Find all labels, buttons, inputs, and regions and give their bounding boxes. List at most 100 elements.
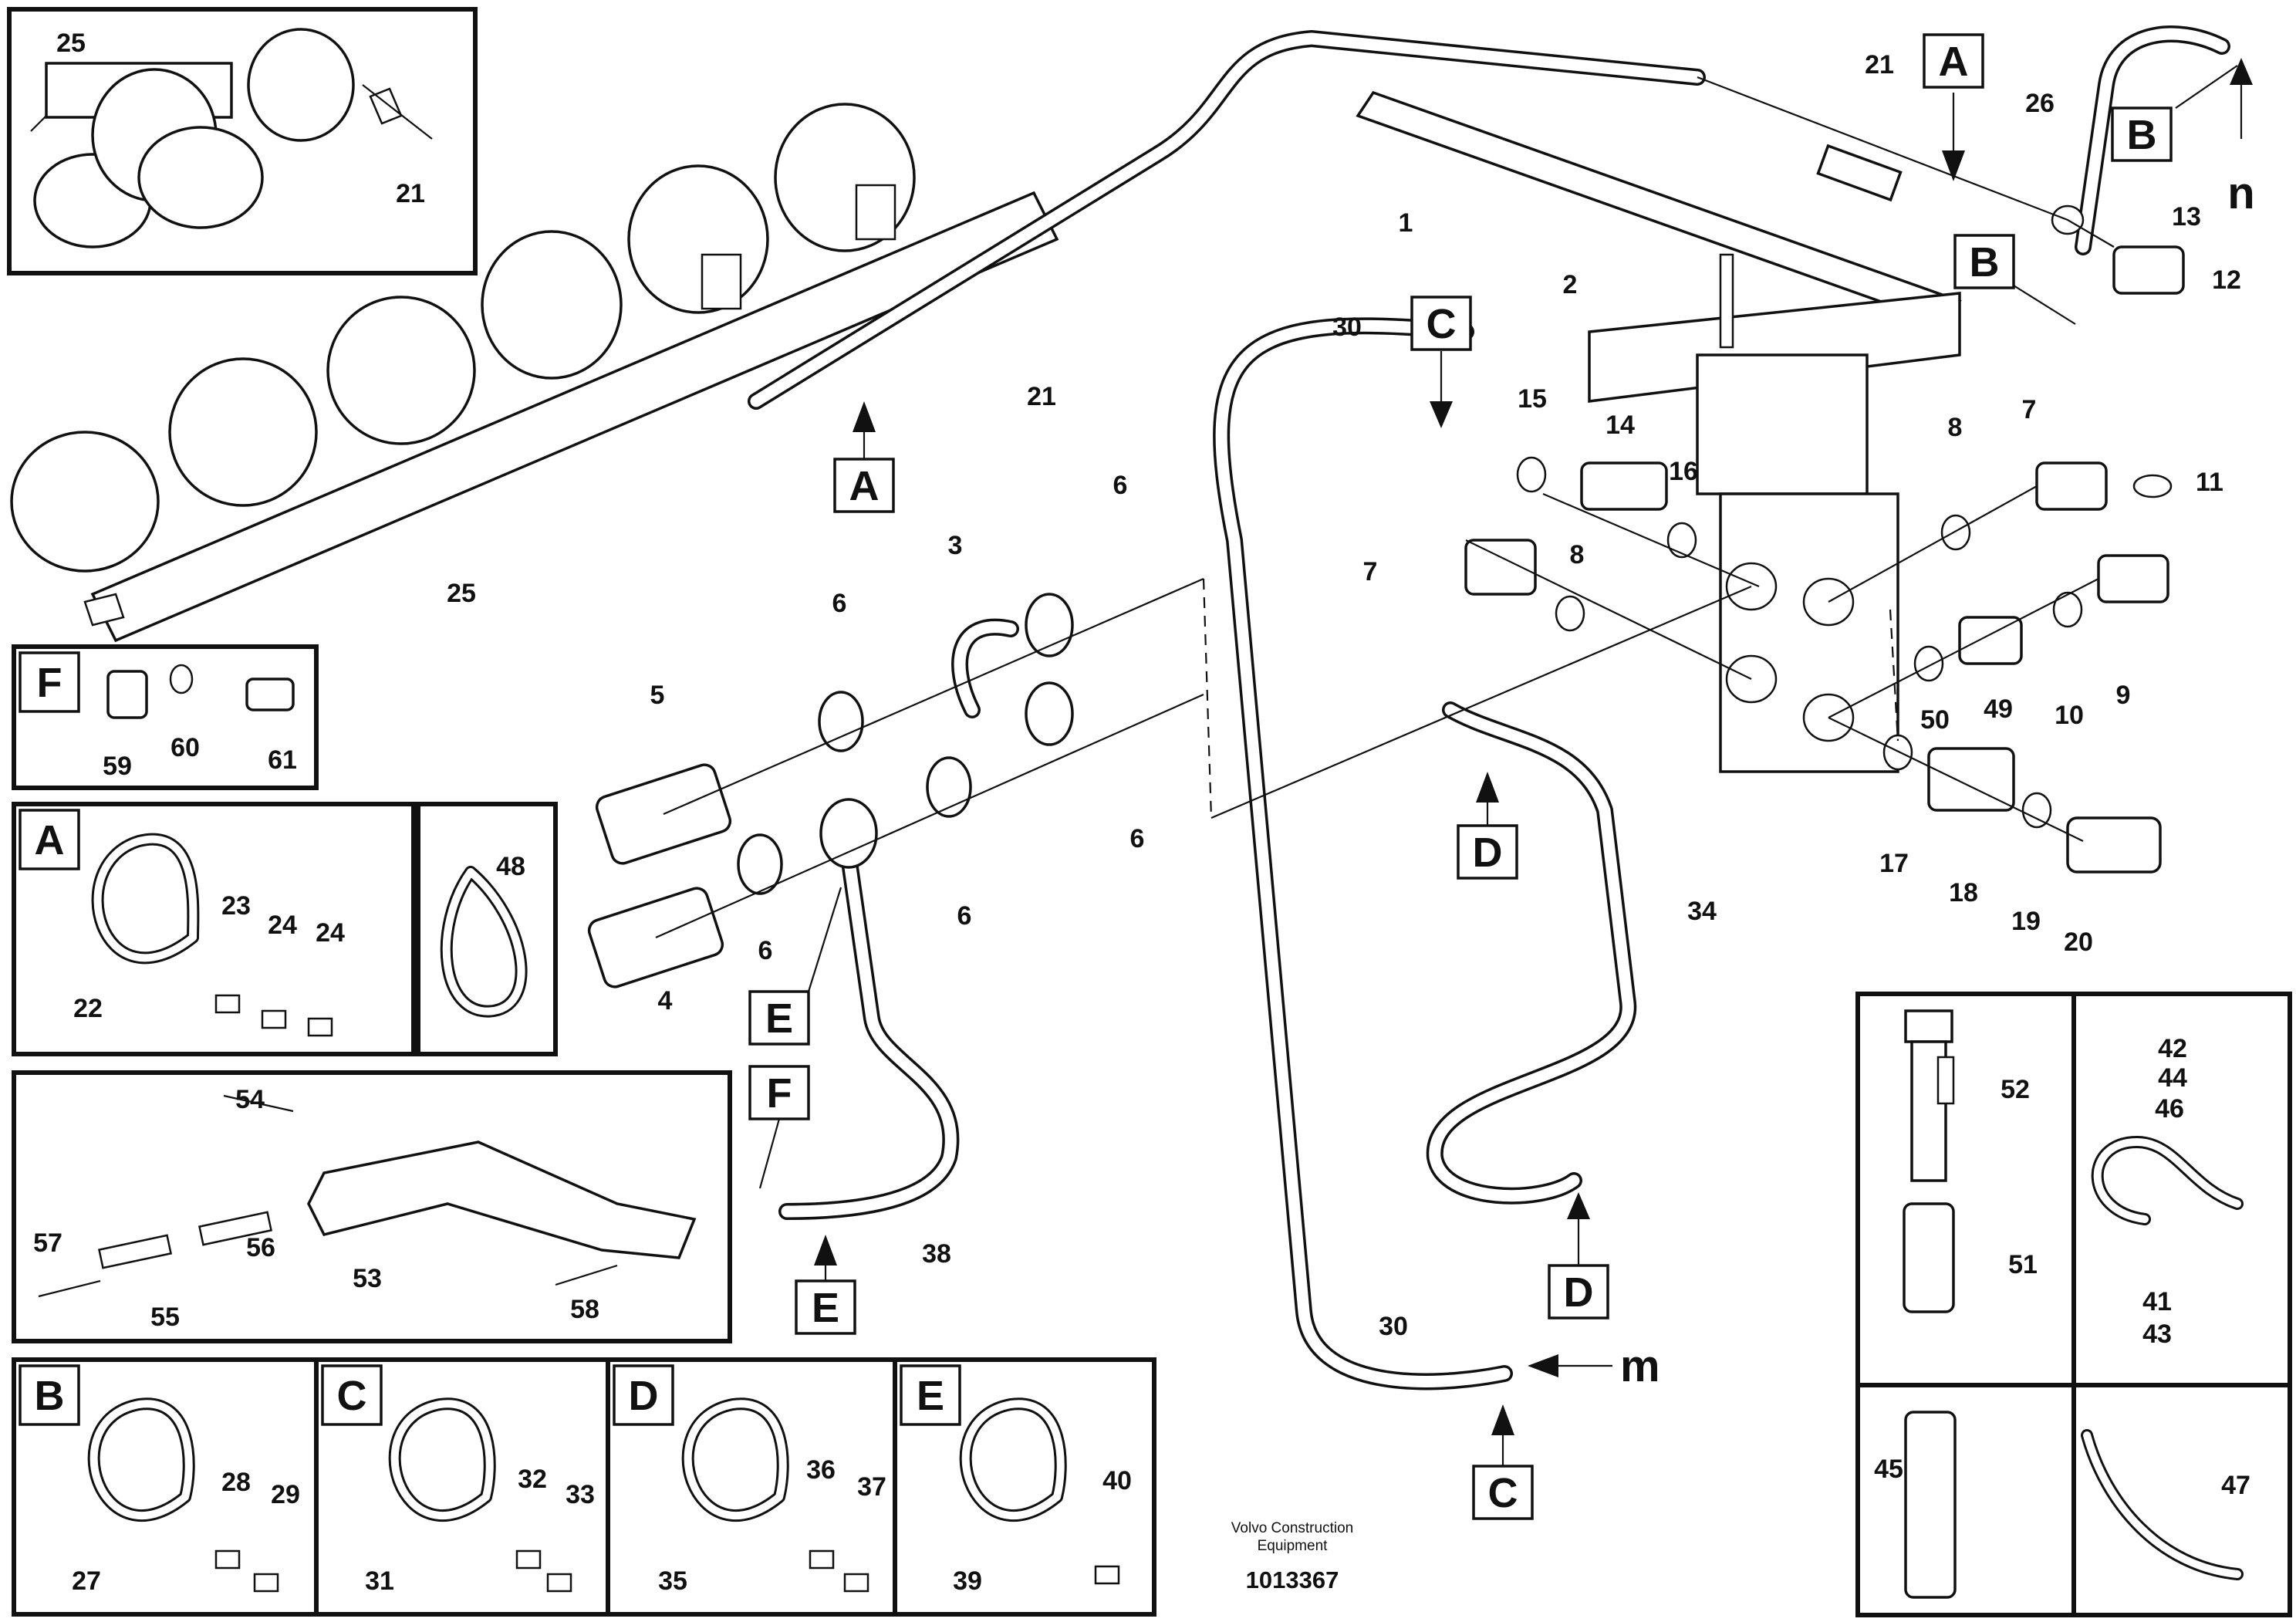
part-label-11: 11 <box>2196 468 2223 497</box>
protective-sleeve-47 <box>2081 1429 2244 1580</box>
bolt-54 <box>223 1094 294 1113</box>
clip-41-inner <box>2093 1137 2241 1223</box>
part-label-9: 9 <box>2116 681 2131 710</box>
o-ring-17 <box>1882 734 1913 771</box>
part-label-29: 29 <box>271 1480 300 1509</box>
part-label-30: 30 <box>1332 313 1362 342</box>
direction-arrowhead-n <box>2230 58 2253 85</box>
part-label-7: 7 <box>1363 557 1378 586</box>
valve-body-upper <box>1696 353 1869 495</box>
callout-arrowhead-e <box>814 1235 837 1265</box>
inset-letter-box-f <box>19 651 80 713</box>
part-label-25: 25 <box>447 579 476 608</box>
part-label-48: 48 <box>496 852 525 881</box>
assembly-line-dashed <box>1889 609 1899 742</box>
o-ring-11 <box>2132 474 2173 498</box>
part-label-42: 42 <box>2158 1034 2187 1063</box>
valve-fittings <box>1464 204 2185 874</box>
leader <box>1210 585 1752 819</box>
callout-letter-b: B <box>2127 112 2157 158</box>
pedal-1 <box>1356 90 1962 326</box>
part-label-38: 38 <box>922 1239 951 1269</box>
inset-letter-f: F <box>37 660 62 706</box>
clamps-bcde <box>87 1397 1120 1593</box>
accumulator-sphere <box>10 431 160 573</box>
leader <box>1828 717 2084 842</box>
part-number-labels: 1 2 3 4 5 6 6 6 6 6 7 7 8 8 9 10 11 12 1… <box>33 29 2250 1596</box>
part-label-21: 21 <box>1027 382 1056 411</box>
callout-arrow-e <box>807 887 842 992</box>
part-label-5: 5 <box>650 681 665 710</box>
part-label-24: 24 <box>268 911 297 940</box>
hose-21-inner <box>750 32 1703 407</box>
inset-accumulator-detail <box>7 7 478 275</box>
part-label-23: 23 <box>221 891 251 921</box>
callout-box-a <box>833 458 895 513</box>
accumulator-sphere <box>137 126 264 229</box>
elbow-59 <box>106 670 148 719</box>
callout-arrowhead-c <box>1430 401 1453 428</box>
part-label-31: 31 <box>365 1566 394 1596</box>
part-label-47: 47 <box>2221 1471 2250 1500</box>
part-label-30: 30 <box>1379 1312 1408 1341</box>
callout-letter-d: D <box>1564 1269 1594 1316</box>
part-label-21: 21 <box>1865 50 1894 79</box>
part-label-46: 46 <box>2155 1094 2184 1124</box>
sleeve-55 <box>98 1234 172 1269</box>
part-label-61: 61 <box>268 745 297 775</box>
part-label-36: 36 <box>806 1455 836 1485</box>
clip-23 <box>214 994 241 1014</box>
clamp-22-inner <box>93 835 198 962</box>
callout-letter-c: C <box>1427 301 1457 347</box>
part-label-13: 13 <box>2172 202 2201 231</box>
hose-lines <box>748 25 2230 1391</box>
hose-21-nut <box>1816 144 1903 202</box>
inset-f <box>12 644 319 790</box>
part-label-44: 44 <box>2158 1063 2187 1093</box>
leader <box>1697 76 2115 248</box>
clip-33 <box>546 1573 572 1593</box>
part-label-17: 17 <box>1879 849 1909 878</box>
part-label-6: 6 <box>957 901 972 931</box>
bolt-58 <box>555 1264 618 1286</box>
inset-letters: F A B C D E <box>19 651 961 1426</box>
callout-letter-e: E <box>812 1285 839 1331</box>
callout-box-e <box>748 990 810 1046</box>
part-label-28: 28 <box>221 1468 251 1497</box>
part-label-53: 53 <box>353 1264 382 1293</box>
spacer-51 <box>1903 1202 1955 1313</box>
part-label-25: 25 <box>56 29 86 58</box>
part-label-33: 33 <box>566 1480 595 1509</box>
inset-f-parts <box>106 664 295 719</box>
inset-letter-box-e <box>900 1364 961 1426</box>
leader <box>663 577 1204 816</box>
protective-sleeve-47-inner <box>2083 1431 2241 1578</box>
callout-letter-e: E <box>765 995 793 1042</box>
part-label-20: 20 <box>2064 928 2093 957</box>
part-label-22: 22 <box>73 994 103 1023</box>
sensor-20 <box>2066 816 2162 874</box>
leader <box>1465 539 1752 680</box>
part-label-32: 32 <box>518 1465 547 1494</box>
part-label-27: 27 <box>72 1566 101 1596</box>
accumulator-sphere <box>247 28 355 142</box>
elbow-12 <box>2112 245 2185 295</box>
part-label-49: 49 <box>1984 694 2013 724</box>
washer-6 <box>1025 681 1074 746</box>
part-label-18: 18 <box>1949 878 1978 907</box>
o-ring-8-right <box>1940 514 1971 551</box>
callout-arrow-b <box>2013 285 2076 325</box>
part-label-6: 6 <box>1113 471 1128 500</box>
leader <box>655 693 1204 939</box>
part-label-55: 55 <box>150 1303 180 1332</box>
part-label-19: 19 <box>2011 907 2041 936</box>
accumulator-detail <box>30 28 433 248</box>
callout-letter-f: F <box>767 1070 792 1117</box>
callout-arrowhead-c <box>1491 1404 1514 1435</box>
inset-letter-box-a <box>19 809 80 870</box>
o-ring-50 <box>1913 645 1944 682</box>
callout-box-a <box>1923 33 1984 89</box>
accumulator-assembly <box>10 103 1059 643</box>
part-label-37: 37 <box>857 1472 886 1502</box>
